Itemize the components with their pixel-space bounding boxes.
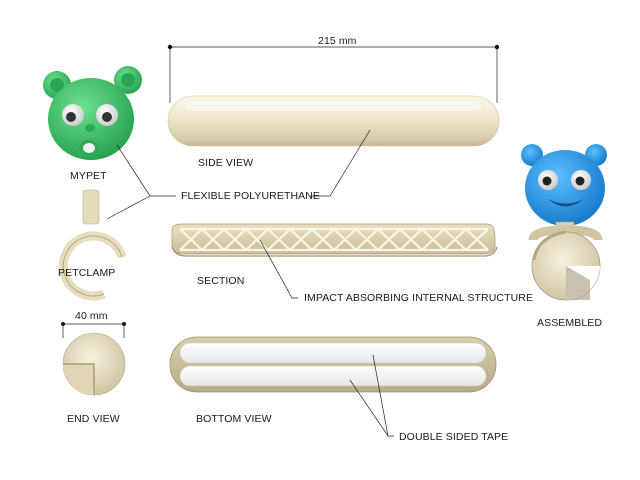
tape-strip-top (179, 342, 487, 364)
petclamp-label: PETCLAMP (58, 267, 116, 279)
end-view-part (61, 322, 126, 396)
petclamp-part (58, 189, 127, 301)
flexible-polyurethane-label: FLEXIBLE POLYURETHANE (181, 190, 321, 202)
mypet-label: MYPET (70, 170, 107, 182)
leader-lines (106, 129, 394, 437)
bottom-view-bar (169, 336, 497, 393)
assembled-blue-head (521, 144, 607, 226)
length-dimension-label: 215 mm (318, 35, 357, 47)
impact-structure-label: IMPACT ABSORBING INTERNAL STRUCTURE (304, 292, 534, 304)
section-label: SECTION (197, 275, 245, 287)
section-view (171, 223, 498, 257)
mypet-green-head (43, 66, 142, 160)
assembled-label: ASSEMBLED (537, 317, 603, 329)
tape-strip-bottom (179, 365, 487, 387)
end-view-label: END VIEW (67, 413, 120, 425)
bottom-view-label: BOTTOM VIEW (196, 413, 272, 425)
side-view-bar (167, 95, 500, 147)
assembled-clamp (528, 221, 603, 301)
side-view-label: SIDE VIEW (198, 157, 254, 169)
lattice-struts (179, 227, 489, 252)
length-dimension (167, 44, 500, 103)
double-sided-tape-label: DOUBLE SIDED TAPE (399, 431, 509, 443)
internal-lattice (179, 227, 489, 252)
width-dimension-label: 40 mm (75, 310, 108, 322)
